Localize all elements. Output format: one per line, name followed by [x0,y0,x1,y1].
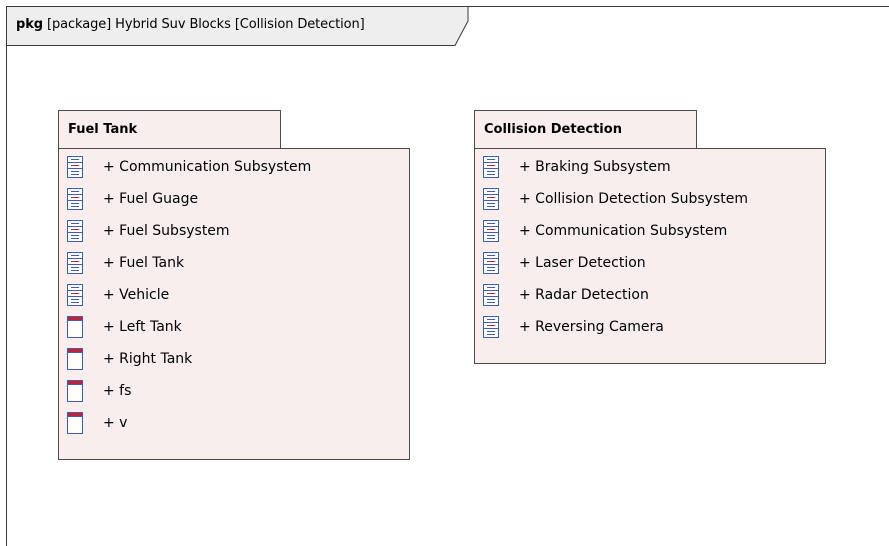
block-icon [483,252,499,274]
block-icon [483,284,499,306]
block-icon [67,188,83,210]
package-item[interactable]: + fs [67,379,131,403]
frame-tab-shape [6,6,469,46]
frame-title-text: [package] Hybrid Suv Blocks [Collision D… [47,17,365,32]
frame-title: pkg [package] Hybrid Suv Blocks [Collisi… [16,17,365,32]
package-item[interactable]: + v [67,411,127,435]
part-icon [67,380,83,402]
package-item-label: + Reversing Camera [519,319,664,335]
package-item[interactable]: + Fuel Subsystem [67,219,230,243]
block-icon [483,316,499,338]
package-item[interactable]: + Left Tank [67,315,182,339]
package-item-label: + Radar Detection [519,287,649,303]
package-body: + Communication Subsystem + Fuel Guage + F… [58,148,410,460]
package-item[interactable]: + Communication Subsystem [67,155,311,179]
package-item[interactable]: + Vehicle [67,283,169,307]
package-item[interactable]: + Laser Detection [483,251,646,275]
block-icon [483,188,499,210]
package-item-label: + Communication Subsystem [103,159,312,175]
block-icon [67,220,83,242]
block-icon [67,156,83,178]
package-item[interactable]: + Collision Detection Subsystem [483,187,748,211]
package-item[interactable]: + Reversing Camera [483,315,664,339]
package-name: Collision Detection [484,122,622,137]
package-item-label: + Left Tank [103,319,182,335]
package-tab: Fuel Tank [58,110,281,149]
package-item-label: + Collision Detection Subsystem [519,191,748,207]
package-item-label: + Laser Detection [519,255,646,271]
frame-header: pkg [package] Hybrid Suv Blocks [Collisi… [6,6,476,46]
package-item[interactable]: + Communication Subsystem [483,219,727,243]
package-body: + Braking Subsystem + Collision Detection… [474,148,826,364]
block-icon [483,220,499,242]
part-icon [67,348,83,370]
package-name: Fuel Tank [68,122,138,137]
block-icon [67,252,83,274]
frame-keyword: pkg [16,17,43,32]
package-item[interactable]: + Braking Subsystem [483,155,671,179]
package-item[interactable]: + Fuel Guage [67,187,198,211]
block-icon [67,284,83,306]
package-item-label: + Vehicle [103,287,170,303]
package-item-label: + Fuel Guage [103,191,199,207]
block-icon [483,156,499,178]
package-item[interactable]: + Fuel Tank [67,251,184,275]
package-item-label: + Right Tank [103,351,193,367]
part-icon [67,412,83,434]
package-tab: Collision Detection [474,110,697,149]
package-item-label: + Braking Subsystem [519,159,671,175]
package-item-label: + Fuel Subsystem [103,223,230,239]
part-icon [67,316,83,338]
package-item-label: + Fuel Tank [103,255,185,271]
package-item-label: + fs [103,383,132,399]
package-item-label: + v [103,415,128,431]
package-item[interactable]: + Right Tank [67,347,192,371]
package-item[interactable]: + Radar Detection [483,283,649,307]
package-item-label: + Communication Subsystem [519,223,728,239]
